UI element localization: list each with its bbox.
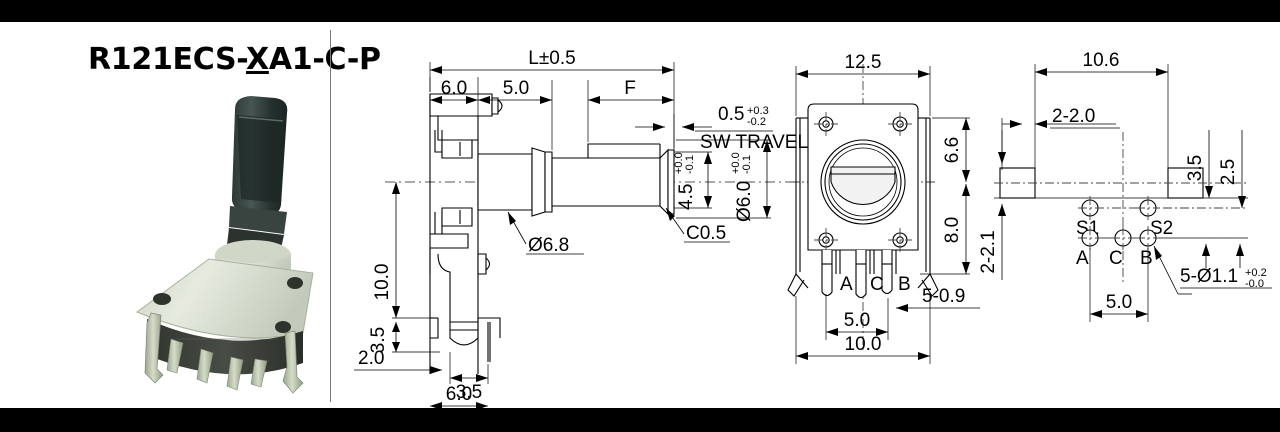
dim-shaft-flat-thickness-label: 4.5 xyxy=(676,184,697,210)
dim-sw-travel-tol-lower: -0.2 xyxy=(747,116,766,128)
dim-sw-travel-caption: SW TRAVEL xyxy=(700,132,808,153)
dim-bracket-span-label: 10.6 xyxy=(1083,50,1120,71)
mounting-hole-bl xyxy=(814,228,838,252)
dim-body-height-label: 10.0 xyxy=(372,264,393,301)
dim-bracket-slot: 2-2.0 xyxy=(998,106,1120,170)
mounting-hole-tl xyxy=(814,112,838,136)
page-title: R121ECS-XA1-C-P xyxy=(88,42,381,77)
dim-hole-pitch: 5.0 xyxy=(1089,248,1149,322)
dim-upper-mount-height-label: 6.6 xyxy=(942,137,963,163)
dim-terminal-to-face: 6.0 xyxy=(429,77,479,150)
dim-overall-length: L±0.5 xyxy=(429,48,675,148)
dim-shaft-dia-tol-lower: -0.1 xyxy=(741,155,753,174)
leader-pin-width-label: 5-0.9 xyxy=(922,286,965,307)
dim-base-depth-label: 6.0 xyxy=(446,384,472,405)
side-view: L±0.5 6.0 5.0 xyxy=(354,48,808,410)
front-mounting-holes xyxy=(814,112,912,252)
dim-shaft-diameter: Ø6.0 +0.0 -0.1 xyxy=(676,139,771,222)
mounting-hole-br xyxy=(888,228,912,252)
dim-hole-pitch-label: 5.0 xyxy=(1106,292,1132,313)
dim-flat-length-label: F xyxy=(624,78,636,99)
dim-shaft-dia-tol-upper: +0.0 xyxy=(730,152,742,174)
dim-pin-span-label: 10.0 xyxy=(845,334,882,355)
dim-shaft-diameter-label: Ø6.0 xyxy=(734,181,755,222)
dim-flat-length: F xyxy=(587,78,674,142)
side-body-outline xyxy=(429,93,503,374)
footprint-label-s2: S2 xyxy=(1150,218,1173,239)
leader-hole-spec-tol-upper: +0.2 xyxy=(1245,267,1267,279)
mounting-hole-tr xyxy=(888,112,912,136)
leader-chamfer-label: C0.5 xyxy=(686,223,726,244)
leader-bushing-diameter: Ø6.8 xyxy=(507,211,584,256)
front-pin-label-a: A xyxy=(840,274,853,295)
footprint-hole-c xyxy=(1111,226,1135,250)
footprint-label-a: A xyxy=(1076,248,1089,269)
dim-lower-mount-height: 8.0 xyxy=(920,184,970,275)
dim-bracket-offset: 2.0 xyxy=(354,348,442,374)
leader-bushing-diameter-label: Ø6.8 xyxy=(528,235,569,256)
side-shaft-outline xyxy=(477,143,675,217)
footprint-label-c: C xyxy=(1109,248,1123,269)
product-photo-panel: R121ECS-XA1-C-P xyxy=(62,22,381,408)
photo-knob xyxy=(231,96,288,216)
footprint-right-arrows xyxy=(1202,244,1244,268)
product-photo xyxy=(117,87,337,397)
dim-body-height: 10.0 xyxy=(372,182,434,319)
dim-pin-offset: 3.5 xyxy=(449,352,489,403)
leader-pin-width: 5-0.9 xyxy=(896,286,980,312)
dim-pin-offset-label: 3.5 xyxy=(456,382,482,403)
dim-switch-row-offset-label: 3.5 xyxy=(1185,155,1206,181)
front-pin-label-c: C xyxy=(870,274,884,295)
dim-bushing-length-label: 5.0 xyxy=(503,78,529,99)
dim-body-width: 12.5 xyxy=(795,52,931,116)
photo-pins xyxy=(166,338,268,391)
photo-brackets xyxy=(144,312,304,394)
dim-bracket-row-offset-label: 2.5 xyxy=(1218,159,1239,185)
front-view: A C B 12.5 6.6 xyxy=(787,52,980,364)
footprint-view: S1 S2 A C B xyxy=(978,50,1272,322)
dim-bracket-slot-label: 2-2.0 xyxy=(1052,106,1095,127)
dim-pin-pitch-label: 5.0 xyxy=(844,310,870,331)
dim-overall-length-label: L±0.5 xyxy=(528,48,575,69)
front-pins xyxy=(821,250,897,299)
front-shaft-circles xyxy=(820,139,906,225)
dim-bracket-span: 10.6 xyxy=(1034,50,1169,170)
dim-base-depth: 6.0 xyxy=(430,384,488,410)
footprint-hole-a xyxy=(1078,226,1102,250)
dim-switch-row-offset: 3.5 xyxy=(1185,130,1213,198)
page-title-underlined: X xyxy=(246,42,269,77)
footprint-hole-s2 xyxy=(1136,196,1160,220)
dim-terminal-to-face-label: 6.0 xyxy=(441,78,467,99)
leader-chamfer: C0.5 xyxy=(665,207,730,244)
front-pin-label-b: B xyxy=(898,274,911,295)
footprint-hole-b xyxy=(1136,226,1160,250)
technical-drawings: L±0.5 6.0 5.0 xyxy=(354,48,1272,410)
dim-bracket-row-offset: 2.5 xyxy=(1218,130,1246,208)
leader-hole-spec-tol-lower: -0.0 xyxy=(1245,278,1264,290)
dim-sw-travel: 0.5 +0.3 -0.2 SW TRAVEL xyxy=(635,104,808,153)
leader-hole-spec: 5-Ø1.1 +0.2 -0.0 xyxy=(1153,245,1272,295)
dim-upper-mount-height: 6.6 xyxy=(932,117,970,182)
dim-bracket-slot-height: 2-2.1 xyxy=(978,204,1006,280)
dim-bushing-length: 5.0 xyxy=(478,78,553,150)
dim-sw-travel-tol-upper: +0.3 xyxy=(747,105,769,117)
dim-shaft-flat-tol-upper: +0.0 xyxy=(673,152,685,174)
dim-terminal-height: 3.5 xyxy=(368,322,440,353)
dim-bracket-offset-label: 2.0 xyxy=(358,348,384,369)
dim-shaft-flat-tol-lower: -0.1 xyxy=(684,155,696,174)
page-title-part1: R121ECS- xyxy=(88,42,247,77)
panel-divider xyxy=(330,30,331,402)
dim-body-width-label: 12.5 xyxy=(845,52,882,73)
dim-bracket-slot-height-label: 2-2.1 xyxy=(978,230,999,273)
footprint-hole-s1 xyxy=(1078,196,1102,220)
leader-hole-spec-label: 5-Ø1.1 xyxy=(1180,266,1238,287)
dim-pin-pitch: 5.0 xyxy=(825,294,889,340)
footprint-label-b: B xyxy=(1140,248,1153,269)
dim-shaft-flat-thickness: 4.5 +0.0 -0.1 xyxy=(673,151,712,210)
page-title-part2: A1-C-P xyxy=(268,42,381,77)
dim-sw-travel-value: 0.5 xyxy=(718,104,744,125)
dim-lower-mount-height-label: 8.0 xyxy=(942,217,963,243)
dim-terminal-height-label: 3.5 xyxy=(368,327,389,353)
dim-pin-span: 10.0 xyxy=(795,296,931,364)
